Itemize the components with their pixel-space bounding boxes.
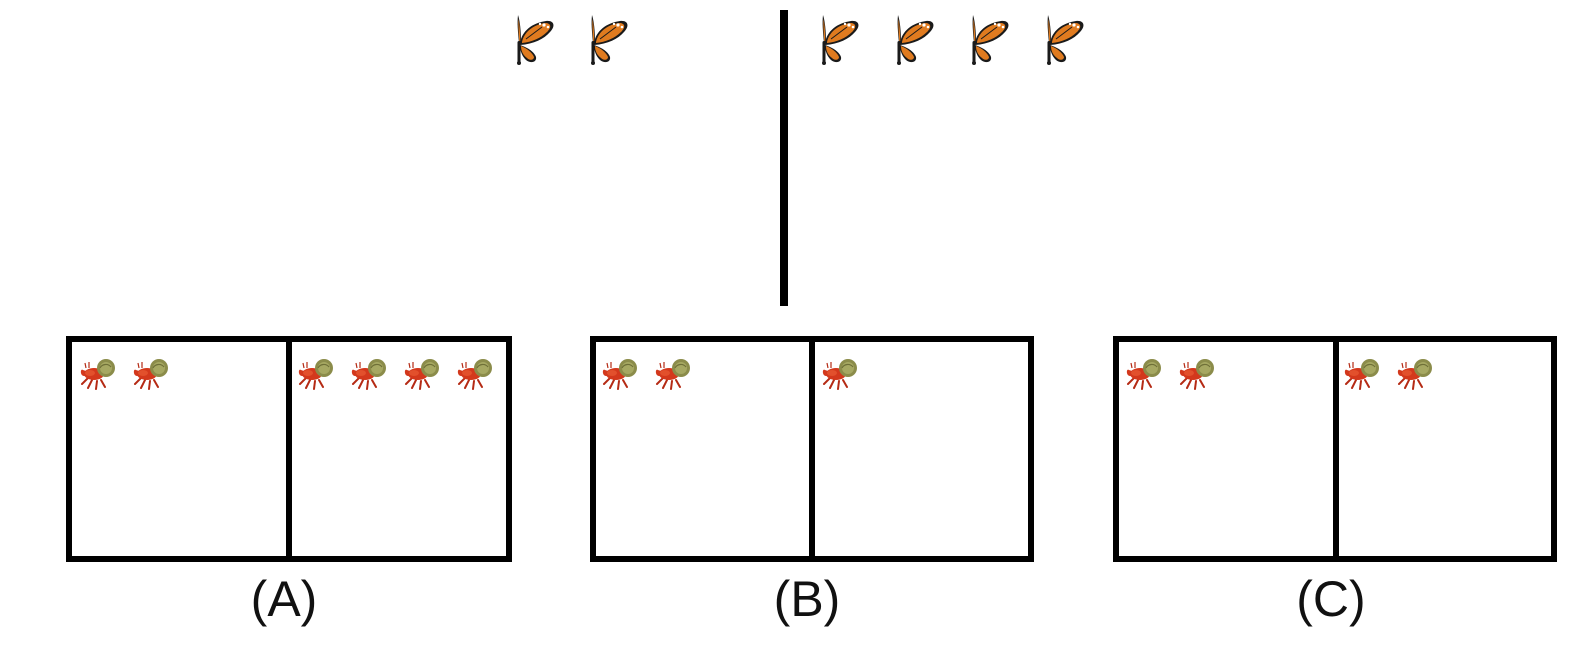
- option-c-label: (C): [1296, 571, 1365, 627]
- hermit-crab-icon: [132, 358, 169, 390]
- top-right-butterflies: [821, 14, 1084, 66]
- option-b-left-crabs: [601, 358, 691, 390]
- option-a-right-crabs: [297, 358, 493, 390]
- butterfly-icon: [971, 14, 1009, 66]
- option-a-label: (A): [251, 571, 318, 627]
- option-a[interactable]: (A): [66, 336, 512, 627]
- hermit-crab-icon: [297, 358, 334, 390]
- butterfly-icon: [590, 14, 628, 66]
- option-c-right-crabs: [1343, 358, 1433, 390]
- option-b[interactable]: (B): [590, 336, 1034, 627]
- hermit-crab-icon: [821, 358, 858, 390]
- hermit-crab-icon: [350, 358, 387, 390]
- option-c[interactable]: (C): [1113, 336, 1557, 627]
- butterfly-icon: [896, 14, 934, 66]
- hermit-crab-icon: [79, 358, 116, 390]
- butterfly-icon: [1046, 14, 1084, 66]
- option-b-label: (B): [774, 571, 841, 627]
- hermit-crab-icon: [456, 358, 493, 390]
- top-left-butterflies: [516, 14, 628, 66]
- hermit-crab-icon: [1178, 358, 1215, 390]
- option-c-left-crabs: [1125, 358, 1215, 390]
- hermit-crab-icon: [1396, 358, 1433, 390]
- butterfly-icon: [516, 14, 554, 66]
- hermit-crab-icon: [403, 358, 440, 390]
- option-b-right-crabs: [821, 358, 858, 390]
- hermit-crab-icon: [601, 358, 638, 390]
- hermit-crab-icon: [1125, 358, 1162, 390]
- hermit-crab-icon: [1343, 358, 1380, 390]
- butterfly-icon: [821, 14, 859, 66]
- hermit-crab-icon: [654, 358, 691, 390]
- option-a-left-crabs: [79, 358, 169, 390]
